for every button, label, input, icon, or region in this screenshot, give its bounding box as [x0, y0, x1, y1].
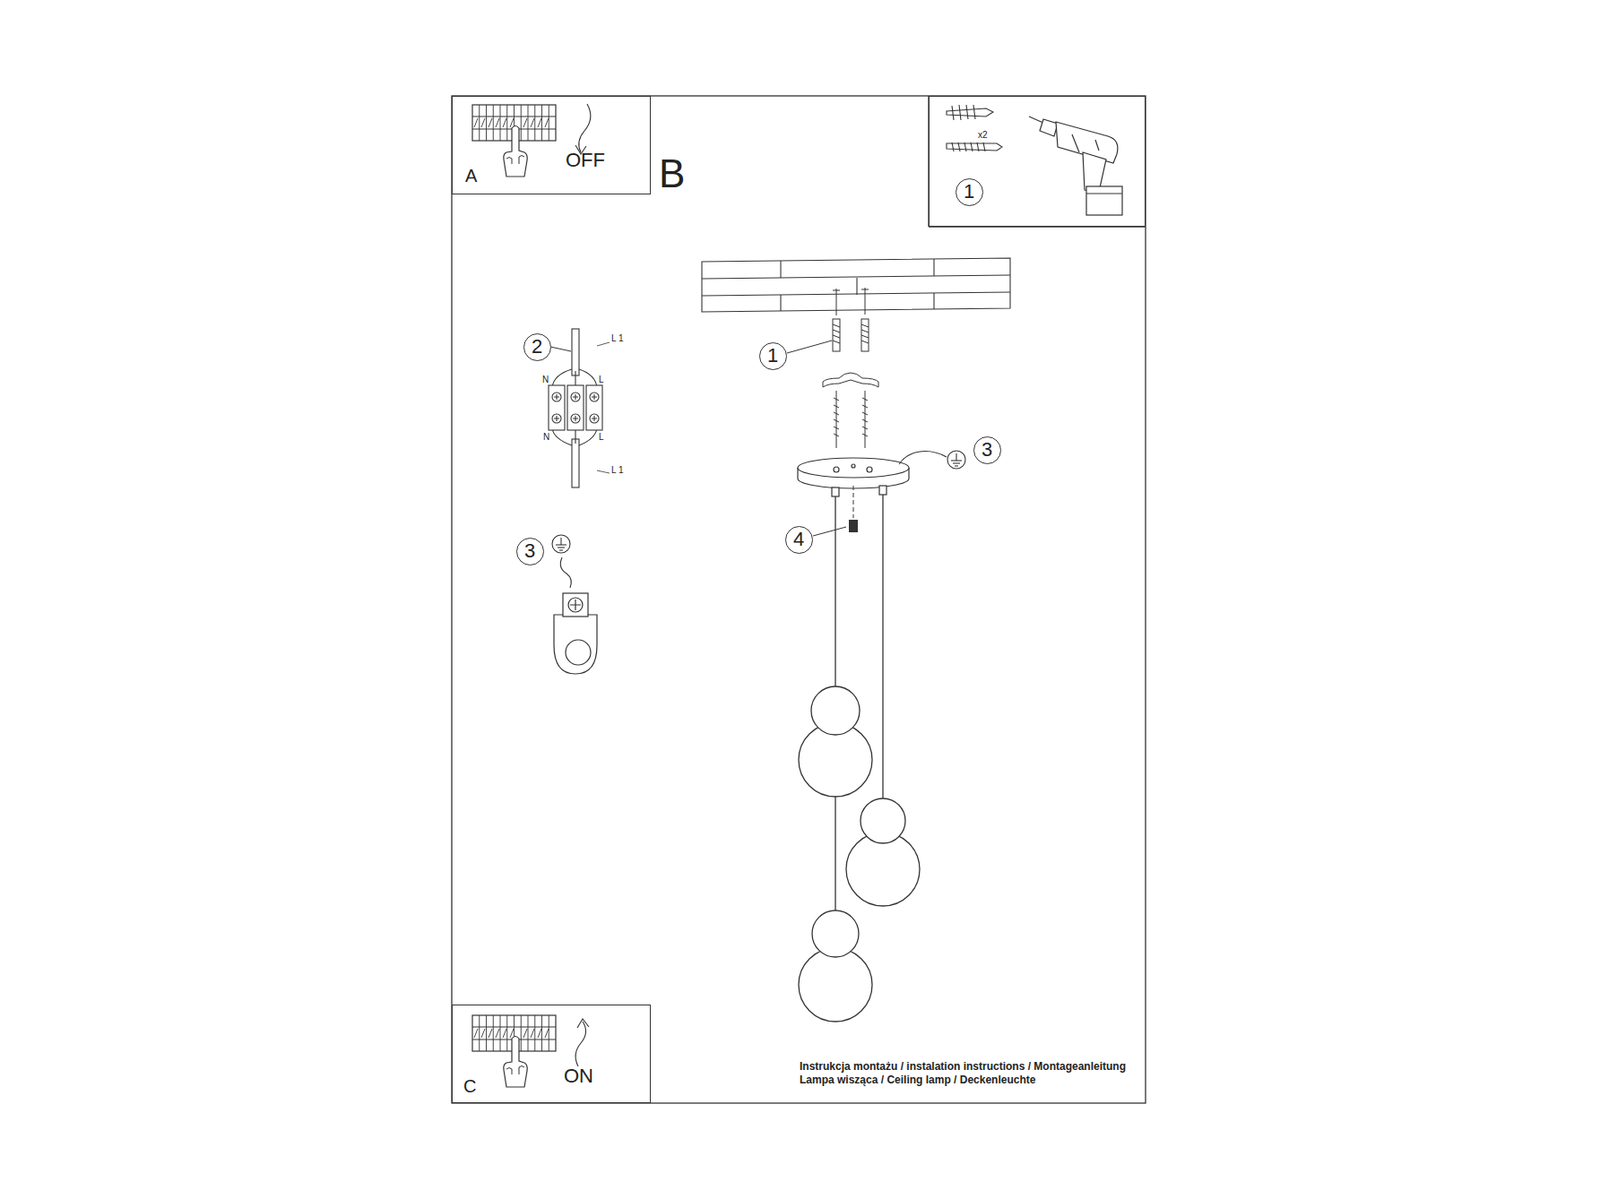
terminal-label: N	[543, 432, 550, 442]
callout-number: 2	[523, 333, 552, 362]
step-letter: A	[465, 166, 477, 185]
step-state: OFF	[565, 150, 606, 171]
callout-text: 4	[793, 529, 805, 550]
callout-number: 4	[785, 526, 813, 554]
terminal-label: L	[598, 375, 605, 385]
tools-box: x2 1	[928, 95, 1146, 227]
callout-text: 3	[981, 440, 993, 460]
step-box: A OFF	[451, 95, 651, 195]
step-box: C ON	[451, 1004, 651, 1104]
callout-number: 1	[955, 178, 984, 207]
footer-text: Instrukcja montażu / instalation instruc…	[799, 1061, 1126, 1073]
step-letter: B	[658, 154, 685, 194]
callout-number: 3	[516, 537, 545, 566]
callout-number: 3	[973, 436, 1002, 465]
callout-text: 3	[524, 541, 536, 562]
callout-text: 2	[531, 337, 543, 357]
callout-text: 1	[963, 181, 975, 202]
callout-number: 1	[759, 342, 788, 371]
callout-text: 1	[767, 345, 779, 366]
step-letter: C	[463, 1077, 476, 1096]
footer-text: Lampa wisząca / Ceiling lamp / Deckenleu…	[799, 1074, 1036, 1086]
terminal-label: L 1	[611, 466, 624, 476]
terminal-label: L 1	[611, 334, 624, 344]
terminal-label: L	[598, 432, 605, 442]
step-state: ON	[563, 1066, 594, 1087]
terminal-label: N	[542, 375, 549, 385]
quantity-note: x2	[977, 130, 988, 140]
